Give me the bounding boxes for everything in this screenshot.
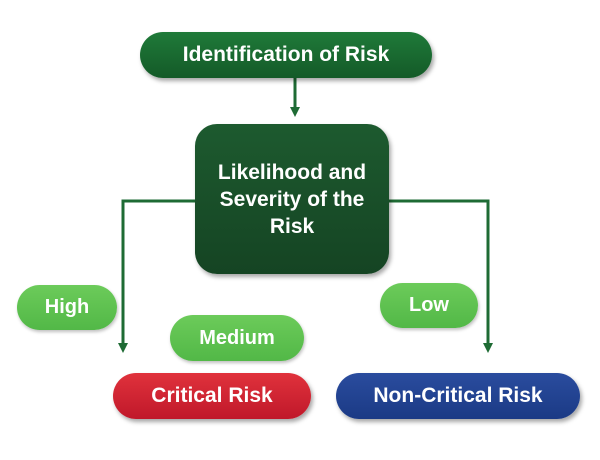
medium-label-text: Medium [199, 326, 275, 349]
non-critical-risk-node: Non-Critical Risk [336, 373, 580, 419]
critical-risk-node: Critical Risk [113, 373, 311, 419]
likelihood-severity-label: Likelihood and Severity of the Risk [217, 160, 367, 238]
high-label-tag: High [17, 285, 117, 330]
likelihood-severity-node: Likelihood and Severity of the Risk [195, 124, 389, 274]
connector-likelihood-to-non-critical [389, 199, 493, 353]
critical-risk-label: Critical Risk [151, 384, 273, 407]
connector-likelihood-to-critical [118, 199, 195, 353]
identification-of-risk-label: Identification of Risk [182, 43, 390, 66]
non-critical-risk-label: Non-Critical Risk [373, 384, 543, 407]
low-label-text: Low [409, 294, 449, 316]
high-label-text: High [44, 296, 90, 318]
identification-of-risk-node: Identification of Risk [140, 32, 432, 78]
medium-label-tag: Medium [170, 315, 304, 361]
low-label-tag: Low [380, 283, 478, 328]
